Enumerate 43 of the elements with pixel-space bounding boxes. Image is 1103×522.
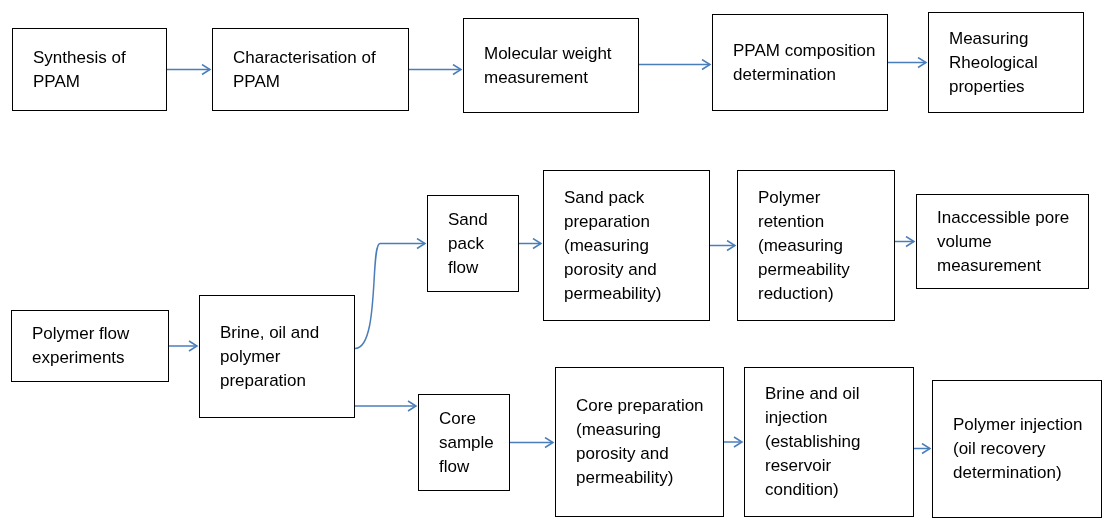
arrow [638,58,711,71]
box-label: Measuring Rheological properties [949,27,1039,98]
process-box [543,170,710,321]
arrow [913,442,931,455]
process-box [932,380,1102,518]
process-box [916,194,1089,289]
arrow [723,436,743,448]
process-box [11,310,169,382]
box-label: PPAM composition determination [733,39,877,86]
arrow [408,63,462,76]
box-label: Core sample flow [439,407,495,478]
process-box [427,195,519,292]
arrow [166,63,211,76]
box-label: Sand pack preparation (measuring porosity and permeability) [564,186,663,305]
box-label: Sand pack flow [448,208,489,279]
box-label: Polymer flow experiments [32,323,131,369]
process-box [928,12,1084,113]
process-box [555,367,724,517]
box-label: Core preparation (measuring porosity and permeability) [576,395,705,489]
process-box [418,394,510,491]
arrow [354,400,417,412]
process-box [744,367,914,517]
arrow [509,436,554,449]
arrow [709,239,736,252]
box-label: Brine, oil and polymer preparation [220,321,321,392]
arrow [894,235,915,248]
process-box [12,28,167,111]
arrow [518,237,542,250]
box-label: Synthesis of PPAM [33,46,127,93]
box-label: Brine and oil injection (establishing reservoir condition) [765,383,862,501]
process-box [199,295,355,418]
box-label: Polymer injection (oil recovery determination) [953,414,1084,484]
arrow [354,237,426,350]
box-label: Characterisation of PPAM [233,46,377,93]
arrow [168,340,198,352]
process-box [463,18,639,113]
box-label: Molecular weight measurement [484,42,613,89]
process-box [737,170,895,321]
process-box [212,28,409,111]
box-label: Inaccessible pore volume measurement [937,206,1071,277]
box-label: Polymer retention (measuring permeability reduction) [758,186,851,305]
arrow [887,56,927,69]
process-box [712,14,888,111]
